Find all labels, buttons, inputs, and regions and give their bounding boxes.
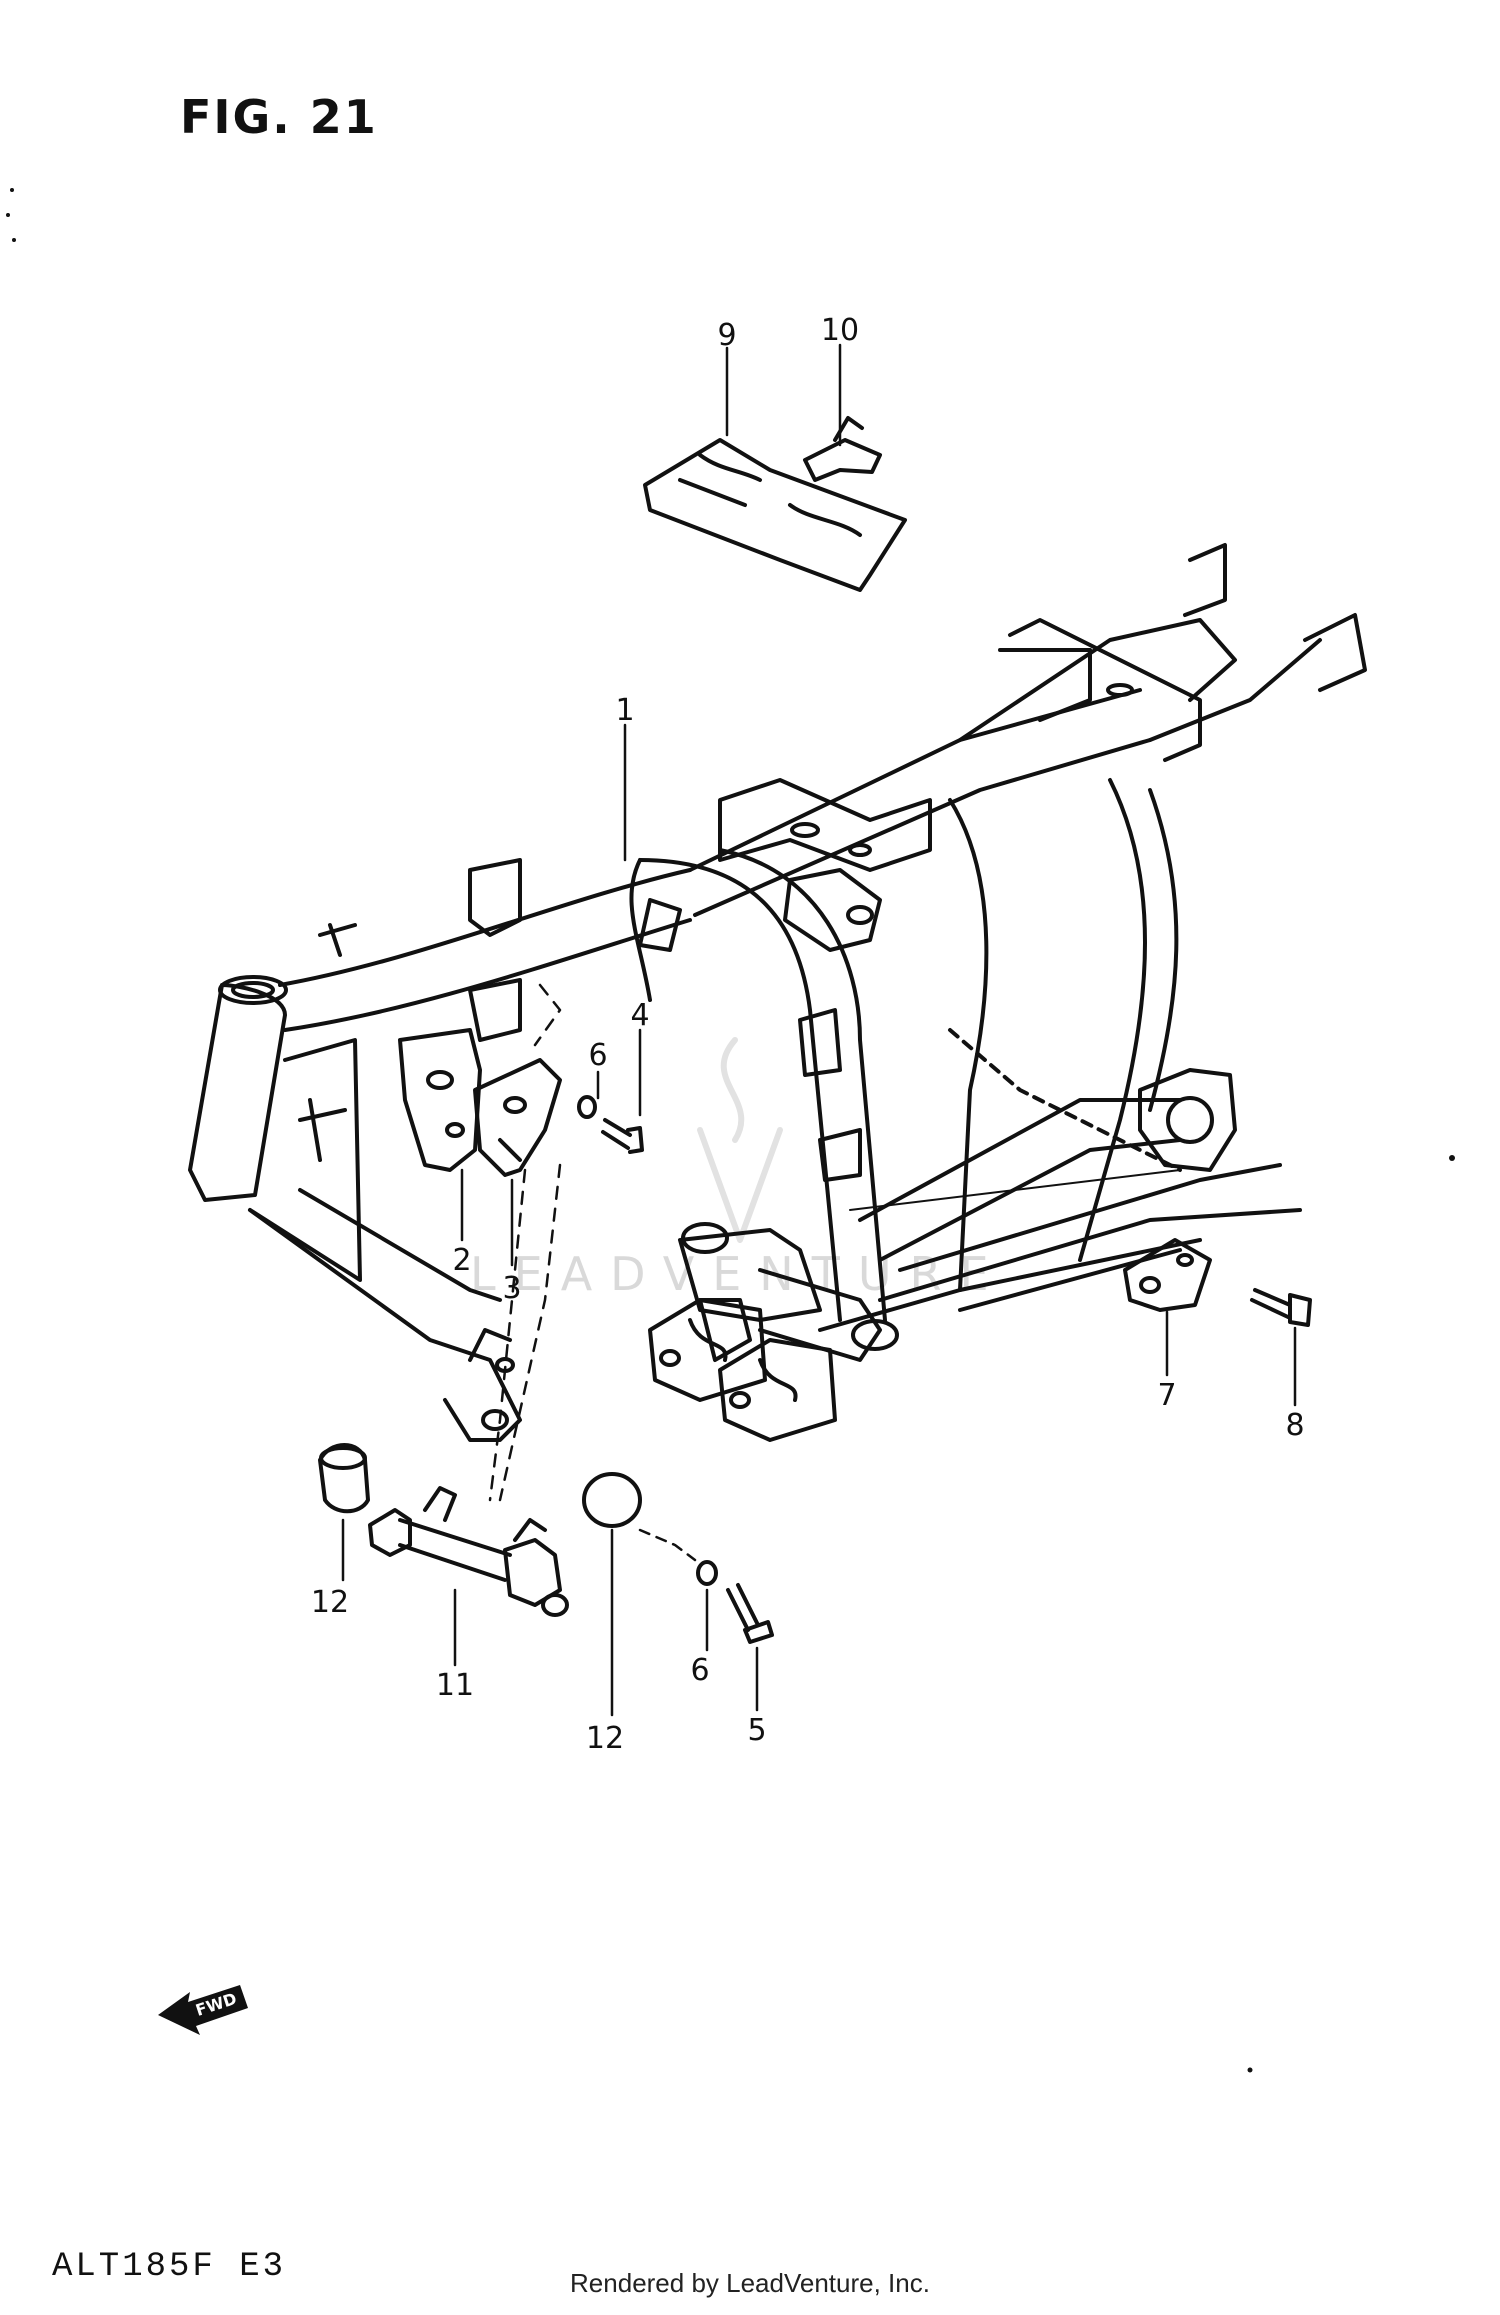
callout-leaders — [341, 343, 1297, 1717]
part-6-washer-lower — [696, 1560, 718, 1586]
part-5-bolt — [726, 1583, 774, 1644]
footer-credit: Rendered by LeadVenture, Inc. — [570, 2268, 930, 2298]
part-11-shaft — [368, 1486, 569, 1617]
part-4-bolt — [601, 1118, 644, 1154]
callout-7: 7 — [1157, 1378, 1176, 1413]
part-7-plate — [1123, 1238, 1212, 1312]
part-1-frame — [188, 543, 1367, 1442]
callout-8: 8 — [1285, 1408, 1304, 1443]
part-10-clip — [803, 416, 882, 482]
callout-1: 1 — [615, 693, 634, 728]
figure-title: FIG. 21 — [180, 90, 378, 144]
part-12-cap-right — [582, 1472, 642, 1528]
part-2-bracket — [398, 1028, 482, 1172]
callout-2: 2 — [452, 1243, 471, 1278]
callout-numbers: 9 10 1 6 4 2 3 7 8 12 11 12 6 5 — [311, 313, 1305, 1756]
connection-lines — [488, 983, 697, 1562]
part-3-bracket — [473, 1058, 562, 1177]
scan-specks — [6, 188, 1455, 2073]
callout-12-left: 12 — [311, 1585, 349, 1620]
callout-6-upper: 6 — [588, 1038, 607, 1073]
callout-11: 11 — [436, 1668, 474, 1703]
callout-10: 10 — [821, 313, 859, 348]
callout-4: 4 — [630, 998, 649, 1033]
watermark-logo — [697, 1037, 783, 1243]
part-12-cap-left — [318, 1443, 370, 1514]
callout-12-right: 12 — [586, 1721, 624, 1756]
callout-6-lower: 6 — [690, 1653, 709, 1688]
model-code: ALT185F E3 — [52, 2248, 287, 2286]
part-6-washer-upper — [577, 1095, 597, 1119]
fwd-arrow-icon: FWD — [158, 1985, 248, 2035]
callout-3: 3 — [502, 1271, 521, 1306]
part-8-bolt — [1250, 1288, 1312, 1327]
part-9-cover — [643, 438, 907, 592]
callout-5: 5 — [747, 1713, 766, 1748]
callout-9: 9 — [717, 318, 736, 353]
